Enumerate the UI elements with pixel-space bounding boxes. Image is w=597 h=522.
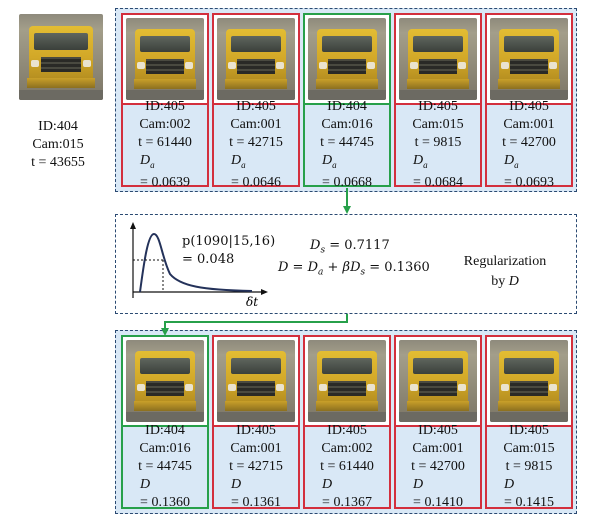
x-axis-arrow-icon [261,289,268,295]
result-cam: Cam:001 [503,117,555,133]
result-id: ID:405 [509,423,549,438]
vehicle-image [490,340,568,422]
result-cam: Cam:001 [230,441,282,456]
result-cam: Cam:015 [503,441,555,456]
regularization-label: Regularization by D [463,254,547,289]
result-id: ID:404 [327,99,367,115]
result-distance: Da = 0.0639 [140,153,190,190]
result-id: ID:405 [236,423,276,438]
result-time: t = 9815 [505,459,553,474]
temporal-probability-plot: δt [130,222,268,308]
vehicle-image [399,18,477,100]
result-id: ID:405 [509,99,549,115]
result-time: t = 44745 [138,459,192,474]
probability-label: p(1090|15,16) [182,234,276,249]
result-distance: Da = 0.0668 [322,153,372,190]
connector-middle-to-bottom [164,314,348,330]
result-cam: Cam:001 [412,441,464,456]
result-id: ID:404 [145,423,185,438]
result-cam: Cam:002 [139,117,191,133]
delta-t-axis-label: δt [246,295,258,308]
result-distance: D = 0.1361 [231,477,281,510]
regularization-panel [115,214,577,314]
vehicle-image [308,18,386,100]
result-id: ID:405 [145,99,185,115]
result-id: ID:405 [236,99,276,115]
result-time: t = 42715 [229,459,283,474]
result-distance: D = 0.1415 [504,477,554,510]
result-id: ID:405 [327,423,367,438]
result-distance: Da = 0.0693 [504,153,554,190]
result-distance: D = 0.1410 [413,477,463,510]
y-axis-arrow-icon [130,222,136,229]
result-distance: Da = 0.0684 [413,153,463,190]
arrow-down-icon [343,206,351,214]
query-image [19,14,103,100]
probability-value: = 0.048 [182,252,235,267]
vehicle-image [308,340,386,422]
result-time: t = 9815 [414,135,462,151]
vehicle-image [399,340,477,422]
density-curve [139,232,253,293]
query-info: ID:404 Cam:015 t = 43655 [8,118,108,172]
result-id: ID:405 [418,99,458,115]
result-time: t = 42700 [502,135,556,151]
result-time: t = 42715 [229,135,283,151]
query-time: t = 43655 [31,155,85,170]
result-time: t = 61440 [138,135,192,151]
result-cam: Cam:016 [321,117,373,133]
ds-formula: Ds = 0.7117 [310,238,390,256]
result-distance: Da = 0.0646 [231,153,281,190]
query-cam: Cam:015 [32,137,84,152]
vehicle-image [126,18,204,100]
d-formula: D = Da + βDs = 0.1360 [278,260,430,278]
vehicle-image [217,340,295,422]
result-cam: Cam:002 [321,441,373,456]
result-cam: Cam:001 [230,117,282,133]
vehicle-image [126,340,204,422]
result-distance: D = 0.1367 [322,477,372,510]
result-cam: Cam:016 [139,441,191,456]
vehicle-image [217,18,295,100]
vehicle-image [490,18,568,100]
result-time: t = 44745 [320,135,374,151]
result-id: ID:405 [418,423,458,438]
result-cam: Cam:015 [412,117,464,133]
result-time: t = 42700 [411,459,465,474]
result-time: t = 61440 [320,459,374,474]
result-distance: D = 0.1360 [140,477,190,510]
query-id: ID:404 [38,119,78,134]
